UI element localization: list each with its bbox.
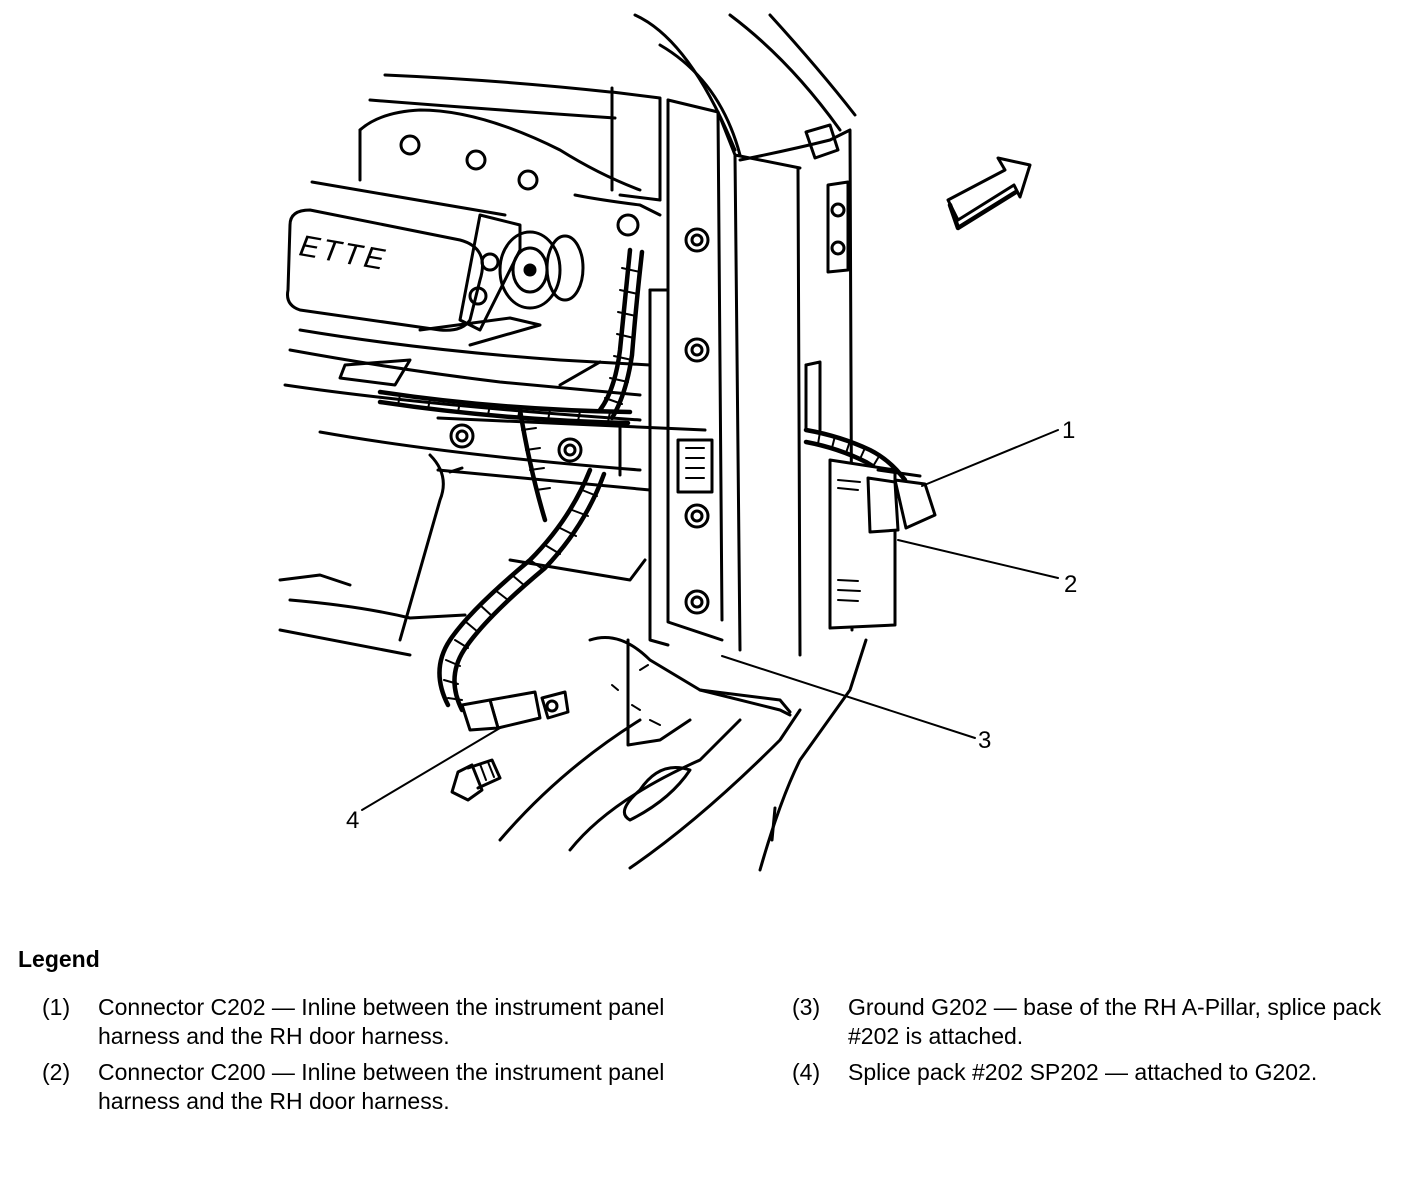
legend-item-text: Splice pack #202 SP202 — attached to G20… xyxy=(848,1059,1318,1085)
legend-item-number: (2) xyxy=(42,1059,71,1085)
leader-line-3 xyxy=(721,655,976,739)
legend-item-number: (1) xyxy=(42,994,71,1020)
a-pillar xyxy=(633,13,857,657)
ground-bolt xyxy=(450,758,502,802)
legend-item-text: Connector C200 — Inline between the inst… xyxy=(98,1059,665,1114)
callout-2: 2 xyxy=(1064,571,1077,598)
legend-item: (2) Connector C200 — Inline between the … xyxy=(42,1058,682,1116)
lower-kick-panel xyxy=(278,453,868,872)
leader-line-1 xyxy=(921,429,1059,487)
cross-member xyxy=(436,416,714,494)
legend-item-text: Ground G202 — base of the RH A-Pillar, s… xyxy=(848,994,1382,1049)
pulley-assembly xyxy=(458,213,585,332)
legend-item: (1) Connector C202 — Inline between the … xyxy=(42,993,682,1051)
wiring-location-diagram: ETTE xyxy=(278,13,1077,872)
lower-harness xyxy=(437,407,607,732)
leader-line-4 xyxy=(361,727,501,811)
legend-title: Legend xyxy=(18,946,100,972)
legend-item-number: (3) xyxy=(792,994,821,1020)
legend-column-right: (3) Ground G202 — base of the RH A-Pilla… xyxy=(792,993,1392,1094)
upper-dash-structure xyxy=(283,73,662,472)
legend-item-text: Connector C202 — Inline between the inst… xyxy=(98,994,665,1049)
callout-4: 4 xyxy=(346,807,359,834)
callout-1: 1 xyxy=(1062,417,1075,444)
leader-line-2 xyxy=(897,539,1059,579)
connector-assembly xyxy=(803,360,937,630)
legend-column-left: (1) Connector C202 — Inline between the … xyxy=(42,993,682,1123)
legend-item-number: (4) xyxy=(792,1059,821,1085)
upper-harness xyxy=(377,247,645,426)
front-direction-arrow xyxy=(946,156,1032,231)
legend-item: (4) Splice pack #202 SP202 — attached to… xyxy=(792,1058,1392,1087)
legend-item: (3) Ground G202 — base of the RH A-Pilla… xyxy=(792,993,1392,1051)
emblem-lettering: ETTE xyxy=(297,229,390,277)
legend: Legend (1) Connector C202 — Inline betwe… xyxy=(18,946,1398,1114)
callout-3: 3 xyxy=(978,727,991,754)
